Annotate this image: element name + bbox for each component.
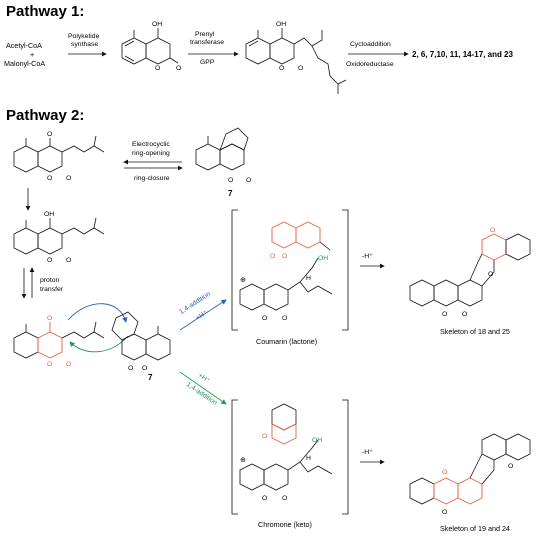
step1-label-bottom: synthase bbox=[71, 41, 98, 48]
oh-label-bot: OH bbox=[312, 437, 322, 444]
h-label-bot: H bbox=[306, 455, 311, 462]
green-addition-label-2: 1,4-addition bbox=[185, 381, 219, 407]
svg-text:O: O bbox=[47, 175, 52, 182]
svg-text:O: O bbox=[488, 271, 493, 278]
coumarin-lactone-intermediate: O O OH ⊕ H O O bbox=[239, 221, 333, 322]
svg-text:O: O bbox=[142, 365, 147, 372]
pathway2-title: Pathway 2: bbox=[6, 107, 84, 124]
step2-label-bottom: GPP bbox=[200, 59, 215, 66]
geranyl-coumarin-structure: OH O O bbox=[245, 21, 347, 94]
svg-text:O: O bbox=[66, 257, 71, 264]
step1-label-top: Polyketide bbox=[68, 33, 100, 40]
compound-7-label-top: 7 bbox=[228, 189, 233, 198]
svg-text:O: O bbox=[442, 469, 447, 476]
step3-label-bottom: Oxidoreductase bbox=[346, 61, 394, 68]
plus-charge-bot: ⊕ bbox=[240, 457, 246, 464]
coumarin-intermediate-structure: OH O O bbox=[121, 21, 181, 72]
minus-h-bot: -H⁺ bbox=[362, 449, 373, 456]
svg-text:O: O bbox=[47, 131, 52, 138]
chromone-keto-label: Chromone (keto) bbox=[258, 520, 312, 529]
svg-text:O: O bbox=[282, 495, 287, 502]
skeleton-18-25-structure: O O O O bbox=[409, 227, 531, 318]
pathway1-title: Pathway 1: bbox=[6, 3, 84, 20]
electrocyclic-label-1: Electrocyclic bbox=[132, 141, 170, 148]
svg-text:O: O bbox=[462, 311, 467, 318]
acetyl-coa-label: Acetyl-CoA bbox=[6, 41, 42, 50]
proton-label: proton bbox=[40, 277, 59, 284]
svg-text:O: O bbox=[270, 253, 275, 260]
skeleton-top-label: Skeleton of 18 and 25 bbox=[440, 327, 510, 336]
svg-text:OH: OH bbox=[276, 21, 286, 28]
svg-text:O: O bbox=[47, 361, 52, 368]
transfer-label: transfer bbox=[40, 286, 64, 293]
svg-text:O: O bbox=[128, 365, 133, 372]
coumarin-lactone-label: Coumarin (lactone) bbox=[256, 337, 317, 346]
compound-7-mid-structure: O O bbox=[111, 311, 171, 372]
coumarin-intermediate-bracket bbox=[231, 209, 349, 331]
green-addition-label-1: +H⁺ bbox=[197, 372, 212, 385]
step2-label-mid: transferase bbox=[190, 39, 224, 46]
green-addition-arrow bbox=[179, 371, 227, 405]
h-label-top: H bbox=[306, 275, 311, 282]
svg-text:OH: OH bbox=[152, 21, 162, 28]
chromone-intermediate-bracket bbox=[231, 399, 349, 515]
oh-label-top: OH bbox=[318, 255, 328, 262]
svg-text:OH: OH bbox=[44, 211, 54, 218]
svg-text:O: O bbox=[47, 257, 52, 264]
electrocyclic-label-2: ring-opening bbox=[132, 150, 170, 157]
svg-text:O: O bbox=[442, 311, 447, 318]
compound-7-top-structure: O O bbox=[195, 127, 251, 184]
svg-text:O: O bbox=[66, 361, 71, 368]
svg-text:O: O bbox=[176, 65, 181, 72]
diketo-reactant-structure: O O O bbox=[13, 315, 105, 368]
malonyl-coa-label: Malonyl-CoA bbox=[4, 59, 45, 68]
svg-text:O: O bbox=[246, 177, 251, 184]
svg-text:O: O bbox=[262, 495, 267, 502]
dienone-structure: O O O bbox=[13, 131, 105, 182]
blue-addition-arrow bbox=[179, 299, 227, 331]
compound-7-label-mid: 7 bbox=[148, 373, 153, 382]
skeleton-bot-label: Skeleton of 19 and 24 bbox=[440, 524, 510, 533]
svg-text:O: O bbox=[66, 175, 71, 182]
electrocyclic-label-3: ring-closure bbox=[134, 175, 170, 182]
chromone-keto-intermediate: O OH ⊕ H O O bbox=[239, 403, 333, 502]
svg-text:O: O bbox=[282, 253, 287, 260]
svg-text:O: O bbox=[508, 463, 513, 470]
skeleton-19-24-structure: O O O bbox=[409, 433, 531, 516]
step3-label-top: Cycloaddition bbox=[350, 41, 391, 48]
minus-h-top: -H⁺ bbox=[362, 253, 373, 260]
svg-text:O: O bbox=[262, 315, 267, 322]
svg-text:O: O bbox=[442, 509, 447, 516]
svg-text:O: O bbox=[282, 315, 287, 322]
svg-text:O: O bbox=[279, 65, 284, 72]
svg-text:O: O bbox=[228, 177, 233, 184]
blue-addition-label-2: +H⁺ bbox=[195, 309, 210, 322]
svg-text:O: O bbox=[490, 227, 495, 234]
plus-sign: + bbox=[30, 50, 34, 59]
enol-intermediate-structure: OH O O bbox=[13, 211, 105, 264]
pathway1-products: 2, 6, 7,10, 11, 14-17, and 23 bbox=[412, 50, 514, 59]
svg-text:O: O bbox=[47, 315, 52, 322]
svg-text:O: O bbox=[262, 433, 267, 440]
step2-label-top: Prenyl bbox=[195, 31, 215, 38]
svg-text:O: O bbox=[298, 65, 303, 72]
blue-interaction-arrow bbox=[67, 303, 128, 323]
svg-text:O: O bbox=[155, 65, 160, 72]
green-interaction-arrow bbox=[69, 335, 129, 353]
plus-charge-top: ⊕ bbox=[240, 277, 246, 284]
